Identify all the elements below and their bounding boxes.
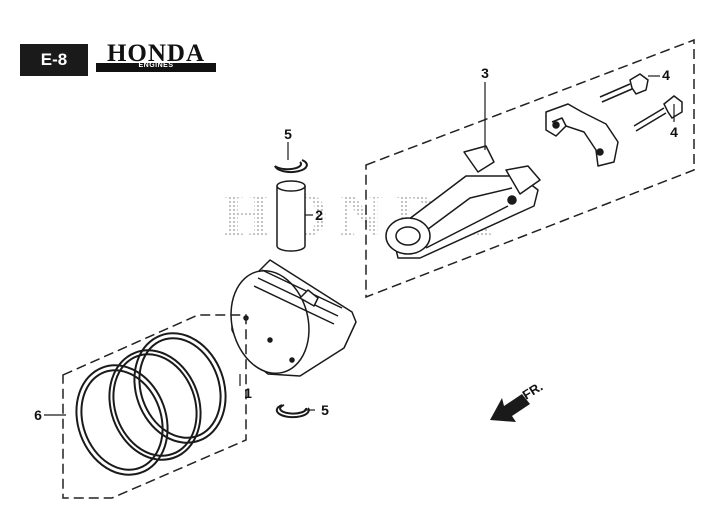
brand-subtitle: ENGINES xyxy=(138,62,174,69)
piston-pin xyxy=(276,180,306,252)
section-code: E-8 xyxy=(40,50,68,69)
callout-3: 3 xyxy=(481,65,489,81)
callout-4-lower: 4 xyxy=(670,124,678,140)
section-badge: E-8 xyxy=(20,44,88,76)
brand-bar xyxy=(96,63,216,72)
connecting-rod xyxy=(385,145,541,259)
callout-5-upper: 5 xyxy=(284,126,292,142)
bolt-upper xyxy=(599,73,649,103)
ring-set-box xyxy=(62,314,247,499)
callout-1: 1 xyxy=(244,385,252,401)
bolt-lower xyxy=(633,95,683,132)
leader-lines xyxy=(44,75,675,416)
callout-6: 6 xyxy=(34,407,42,423)
rod-cap xyxy=(545,103,619,167)
pin-clip-lower xyxy=(275,404,310,419)
piston-ring-set xyxy=(75,332,227,476)
piston xyxy=(230,259,357,377)
callout-5-lower: 5 xyxy=(321,402,329,418)
brand-name: HONDA xyxy=(106,40,206,67)
pin-clip-upper xyxy=(274,159,308,174)
con-rod-box xyxy=(365,38,695,299)
callout-4-upper: 4 xyxy=(662,67,670,83)
callout-2: 2 xyxy=(315,207,323,223)
honda-logo: HONDA ENGINES xyxy=(96,40,216,72)
front-direction-arrow-icon xyxy=(490,394,530,422)
